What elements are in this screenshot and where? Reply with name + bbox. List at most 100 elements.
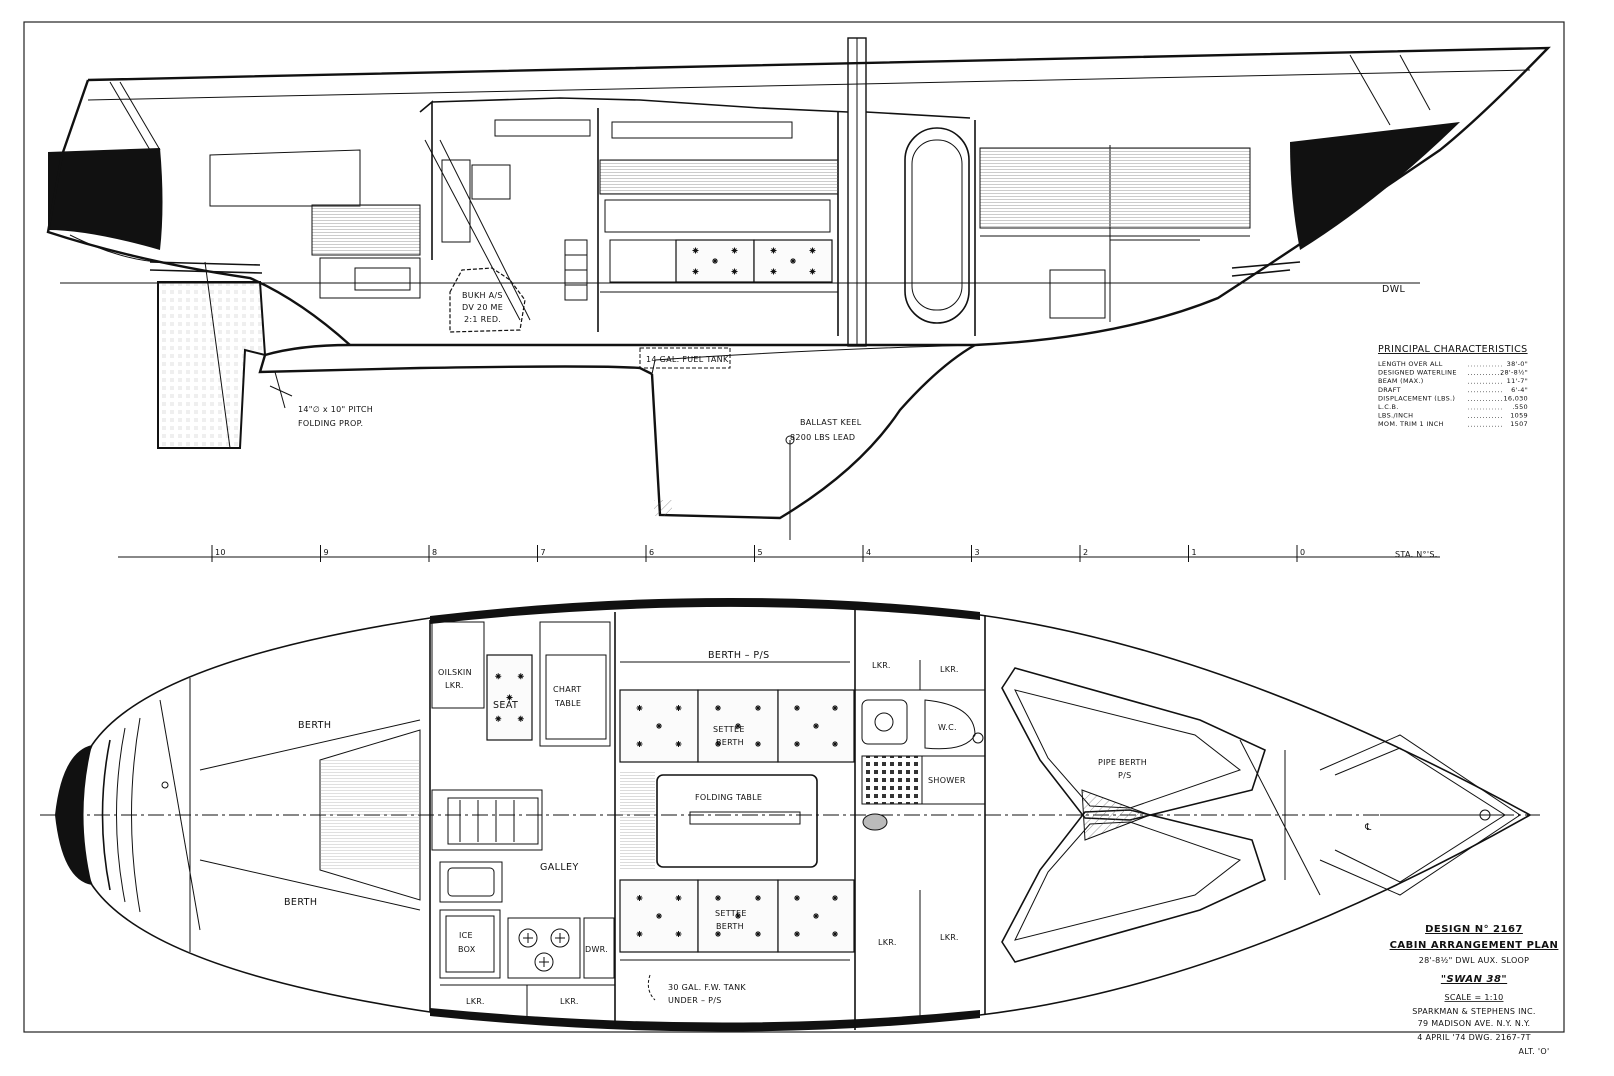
pc-row-label: L.C.B. bbox=[1378, 403, 1399, 411]
seat-label: SEAT bbox=[493, 700, 518, 711]
cushion-button bbox=[636, 741, 643, 747]
shower-label: SHOWER bbox=[928, 776, 966, 785]
cushion-button bbox=[735, 723, 741, 729]
wc-label: W.C. bbox=[938, 723, 957, 732]
cushion-button bbox=[495, 673, 502, 680]
plan-subtitle: 28'-8½" DWL AUX. SLOOP bbox=[1419, 956, 1530, 965]
cushion-button bbox=[735, 913, 741, 919]
cushion-button bbox=[770, 247, 777, 254]
dwl-label: DWL bbox=[1382, 284, 1406, 295]
cushion-button bbox=[794, 895, 800, 901]
lkr-fwd-1: LKR. bbox=[878, 938, 897, 947]
station-label: 5 bbox=[758, 548, 763, 557]
title-block: DESIGN N° 2167 CABIN ARRANGEMENT PLAN 28… bbox=[1390, 924, 1559, 1056]
ice-box-label-1: ICE bbox=[459, 931, 473, 940]
cushion-button bbox=[809, 268, 816, 275]
fw-tank-label-2: UNDER – P/S bbox=[668, 996, 722, 1005]
cushion-button bbox=[715, 705, 721, 711]
principal-characteristics: PRINCIPAL CHARACTERISTICS LENGTH OVER AL… bbox=[1378, 344, 1528, 428]
fw-tank-label-1: 30 GAL. F.W. TANK bbox=[668, 983, 746, 992]
settee-lower bbox=[619, 879, 855, 953]
folding-table-label: FOLDING TABLE bbox=[695, 793, 762, 802]
cushion-button bbox=[675, 705, 682, 711]
ballast-label-1: BALLAST KEEL bbox=[800, 418, 862, 427]
station-label: 7 bbox=[541, 548, 546, 557]
cushion-button bbox=[832, 741, 838, 747]
cushion-button bbox=[832, 931, 838, 937]
cushion-button bbox=[809, 247, 816, 254]
station-label: 6 bbox=[649, 548, 654, 557]
pc-row-value: 1059 bbox=[1510, 412, 1528, 420]
alt-label: ALT. 'O' bbox=[1519, 1047, 1550, 1056]
lkr-head-1: LKR. bbox=[872, 661, 891, 670]
scale-label: SCALE = 1:10 bbox=[1444, 993, 1503, 1002]
pc-row-label: LBS./INCH bbox=[1378, 412, 1413, 420]
pc-row-label: DISPLACEMENT (LBS.) bbox=[1378, 394, 1455, 402]
cushion-button bbox=[755, 931, 761, 937]
settee-upper-label-2: BERTH bbox=[716, 738, 744, 747]
cushion-button bbox=[731, 247, 738, 254]
pc-row-value: 28'-8½" bbox=[1500, 369, 1528, 377]
engine-label-2: DV 20 ME bbox=[462, 303, 503, 312]
lkr-aft-2: LKR. bbox=[560, 997, 579, 1006]
pipe-berth-upper bbox=[1001, 667, 1266, 821]
engine-outline bbox=[449, 267, 526, 333]
pc-row-label: DESIGNED WATERLINE bbox=[1378, 369, 1457, 377]
fuel-tank-label: 14 GAL. FUEL TANK bbox=[646, 355, 729, 364]
cushion-button bbox=[636, 705, 643, 711]
cushion-button bbox=[770, 268, 777, 275]
settee-lower-label-1: SETTEE bbox=[715, 909, 747, 918]
cushion-button bbox=[715, 895, 721, 901]
ballast-label-2: 8200 LBS LEAD bbox=[790, 433, 855, 442]
cushion-button bbox=[636, 931, 643, 937]
cushion-button bbox=[731, 268, 738, 275]
settee-upper bbox=[619, 689, 855, 763]
shower-grate bbox=[861, 755, 923, 805]
station-label: 8 bbox=[432, 548, 437, 557]
station-label: 10 bbox=[215, 548, 226, 557]
cushion-button bbox=[794, 705, 800, 711]
pipe-berth-lower bbox=[1001, 809, 1266, 963]
plan-hull-outline bbox=[75, 599, 1532, 1029]
principal-title: PRINCIPAL CHARACTERISTICS bbox=[1378, 344, 1528, 355]
station-label: 1 bbox=[1192, 548, 1197, 557]
lkr-fwd-2: LKR. bbox=[940, 933, 959, 942]
centerline-symbol: ℄ bbox=[1364, 822, 1372, 833]
pc-row-label: DRAFT bbox=[1378, 386, 1401, 394]
cushion-button bbox=[692, 247, 699, 254]
plan-hull-shadow-bottom bbox=[430, 1008, 980, 1032]
pipe-berth-label-1: PIPE BERTH bbox=[1098, 758, 1147, 767]
rudder bbox=[157, 281, 267, 449]
design-number: DESIGN N° 2167 bbox=[1425, 924, 1523, 935]
berth-lower-label: BERTH bbox=[284, 897, 317, 908]
cushion-button bbox=[755, 705, 761, 711]
cushion-button bbox=[636, 895, 643, 901]
sheet-border bbox=[23, 21, 1565, 1033]
settee-upper-label-1: SETTEE bbox=[713, 725, 745, 734]
cushion-button bbox=[790, 258, 796, 264]
cushion-button bbox=[495, 715, 502, 722]
cushion-button bbox=[675, 931, 682, 937]
station-label: 3 bbox=[975, 548, 980, 557]
lkr-head-2: LKR. bbox=[940, 665, 959, 674]
cushion-button bbox=[675, 895, 682, 901]
station-label: 0 bbox=[1300, 548, 1305, 557]
date-dwg-line: 4 APRIL '74 DWG. 2167-7T bbox=[1417, 1033, 1531, 1042]
profile-view: BUKH A/S DV 20 ME 2:1 RED. DWL 14 GAL. F… bbox=[46, 37, 1551, 540]
cushion-button bbox=[692, 268, 699, 275]
stern-topside-stripe bbox=[48, 148, 163, 250]
oilskin-label-2: LKR. bbox=[445, 681, 464, 690]
engine-label-1: BUKH A/S bbox=[462, 291, 503, 300]
cushion-button bbox=[832, 895, 838, 901]
cushion-button bbox=[656, 913, 662, 919]
yacht-name: "SWAN 38" bbox=[1441, 974, 1507, 985]
dwr-label: DWR. bbox=[585, 945, 608, 954]
plan-hull-shadow-top bbox=[430, 597, 980, 624]
cushion-button bbox=[712, 258, 718, 264]
cushion-button bbox=[813, 913, 819, 919]
oilskin-label-1: OILSKIN bbox=[438, 668, 472, 677]
cushion-button bbox=[794, 931, 800, 937]
plan-name: CABIN ARRANGEMENT PLAN bbox=[1390, 940, 1559, 951]
station-label: 2 bbox=[1083, 548, 1088, 557]
